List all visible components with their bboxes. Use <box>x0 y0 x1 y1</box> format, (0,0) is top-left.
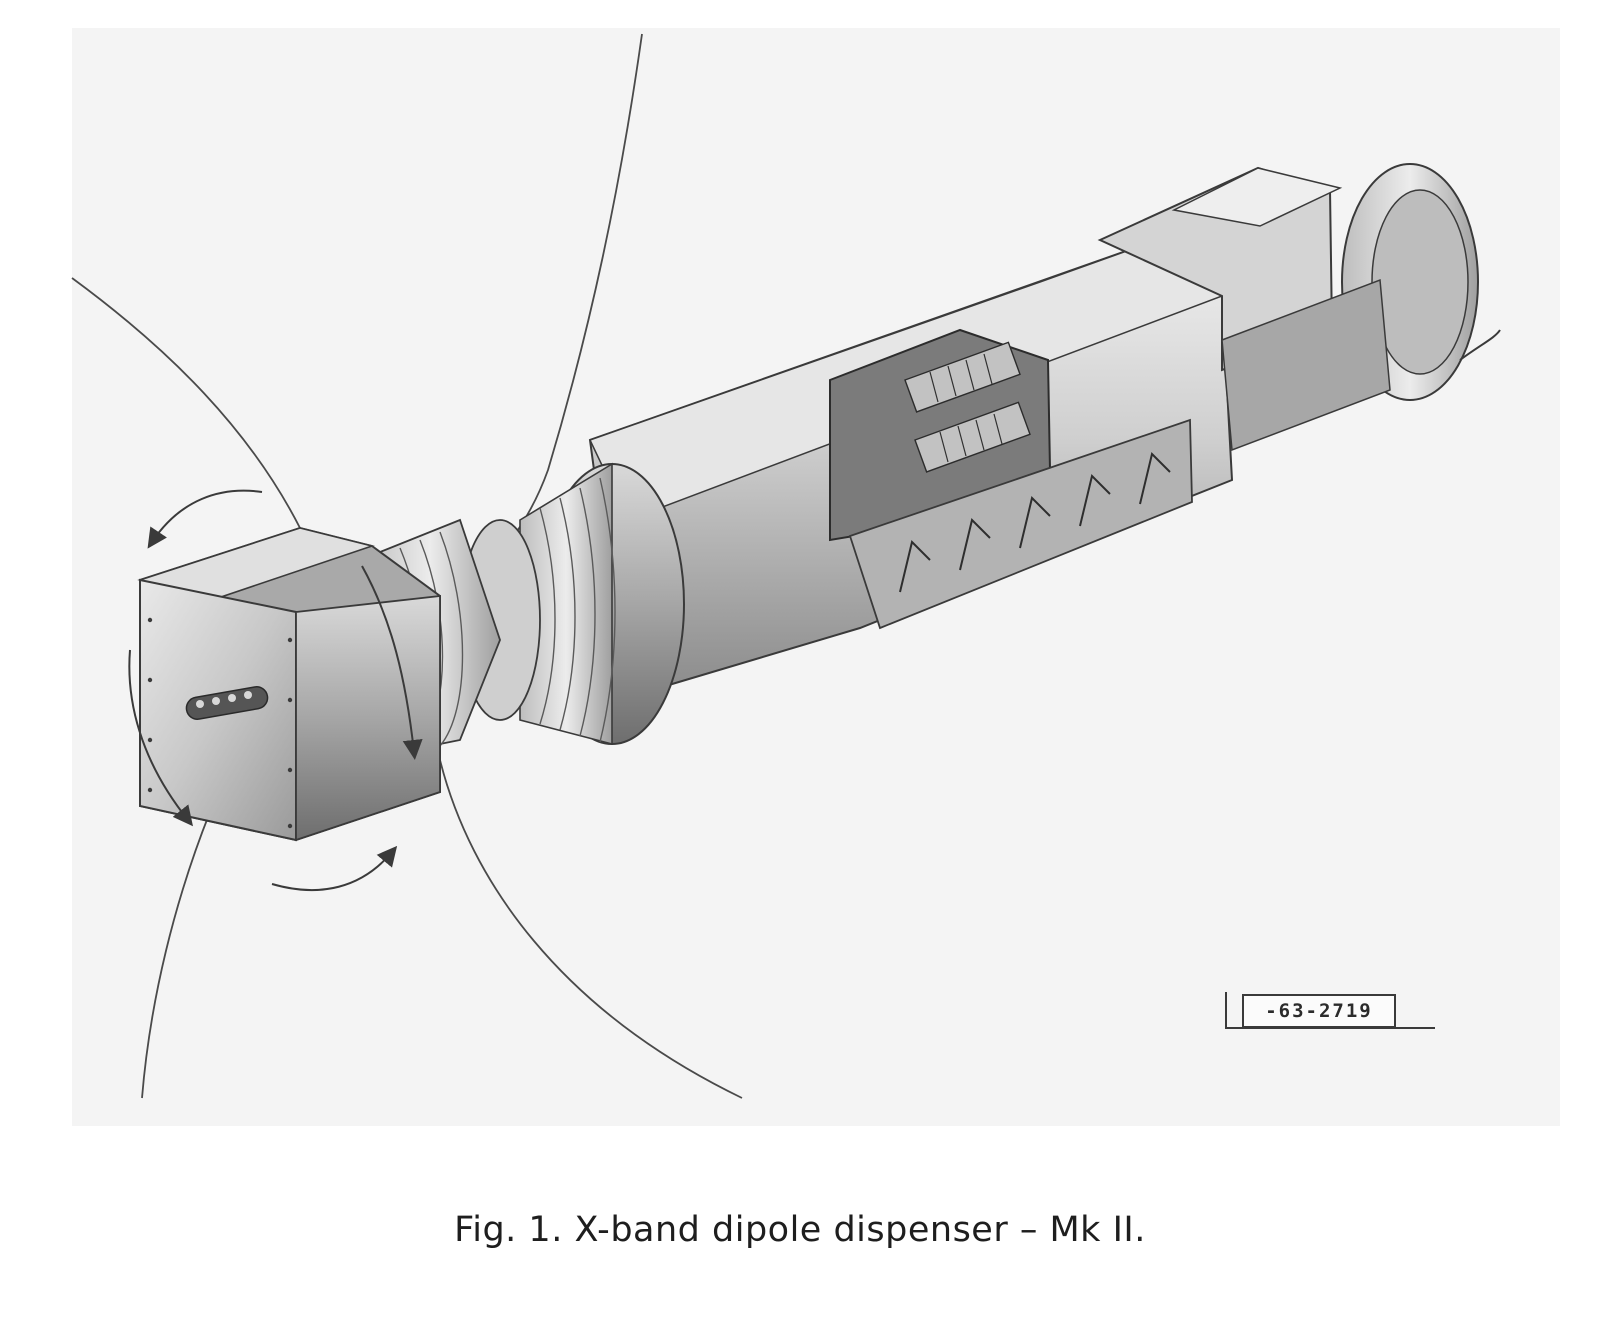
rotation-arrow-right <box>361 565 423 760</box>
flight-line-lower <box>439 759 743 1099</box>
rotation-arrow-left <box>128 649 193 827</box>
flight-line-lower-left <box>141 811 211 1099</box>
main-housing <box>588 163 1501 692</box>
rotation-arrows <box>128 489 423 891</box>
rotation-arrow-bottom <box>271 845 398 891</box>
flight-line-upper-left <box>71 277 301 529</box>
reference-tag-bracket <box>1225 992 1227 1028</box>
rotating-end-cap <box>137 526 441 842</box>
rotation-arrow-top <box>147 489 263 549</box>
reference-tag-underline <box>1225 1027 1435 1029</box>
figure-reference-code: -63-2719 <box>1242 994 1396 1028</box>
figure-caption: Fig. 1. X-band dipole dispenser – Mk II. <box>454 1210 1146 1250</box>
drum-section <box>459 462 685 746</box>
